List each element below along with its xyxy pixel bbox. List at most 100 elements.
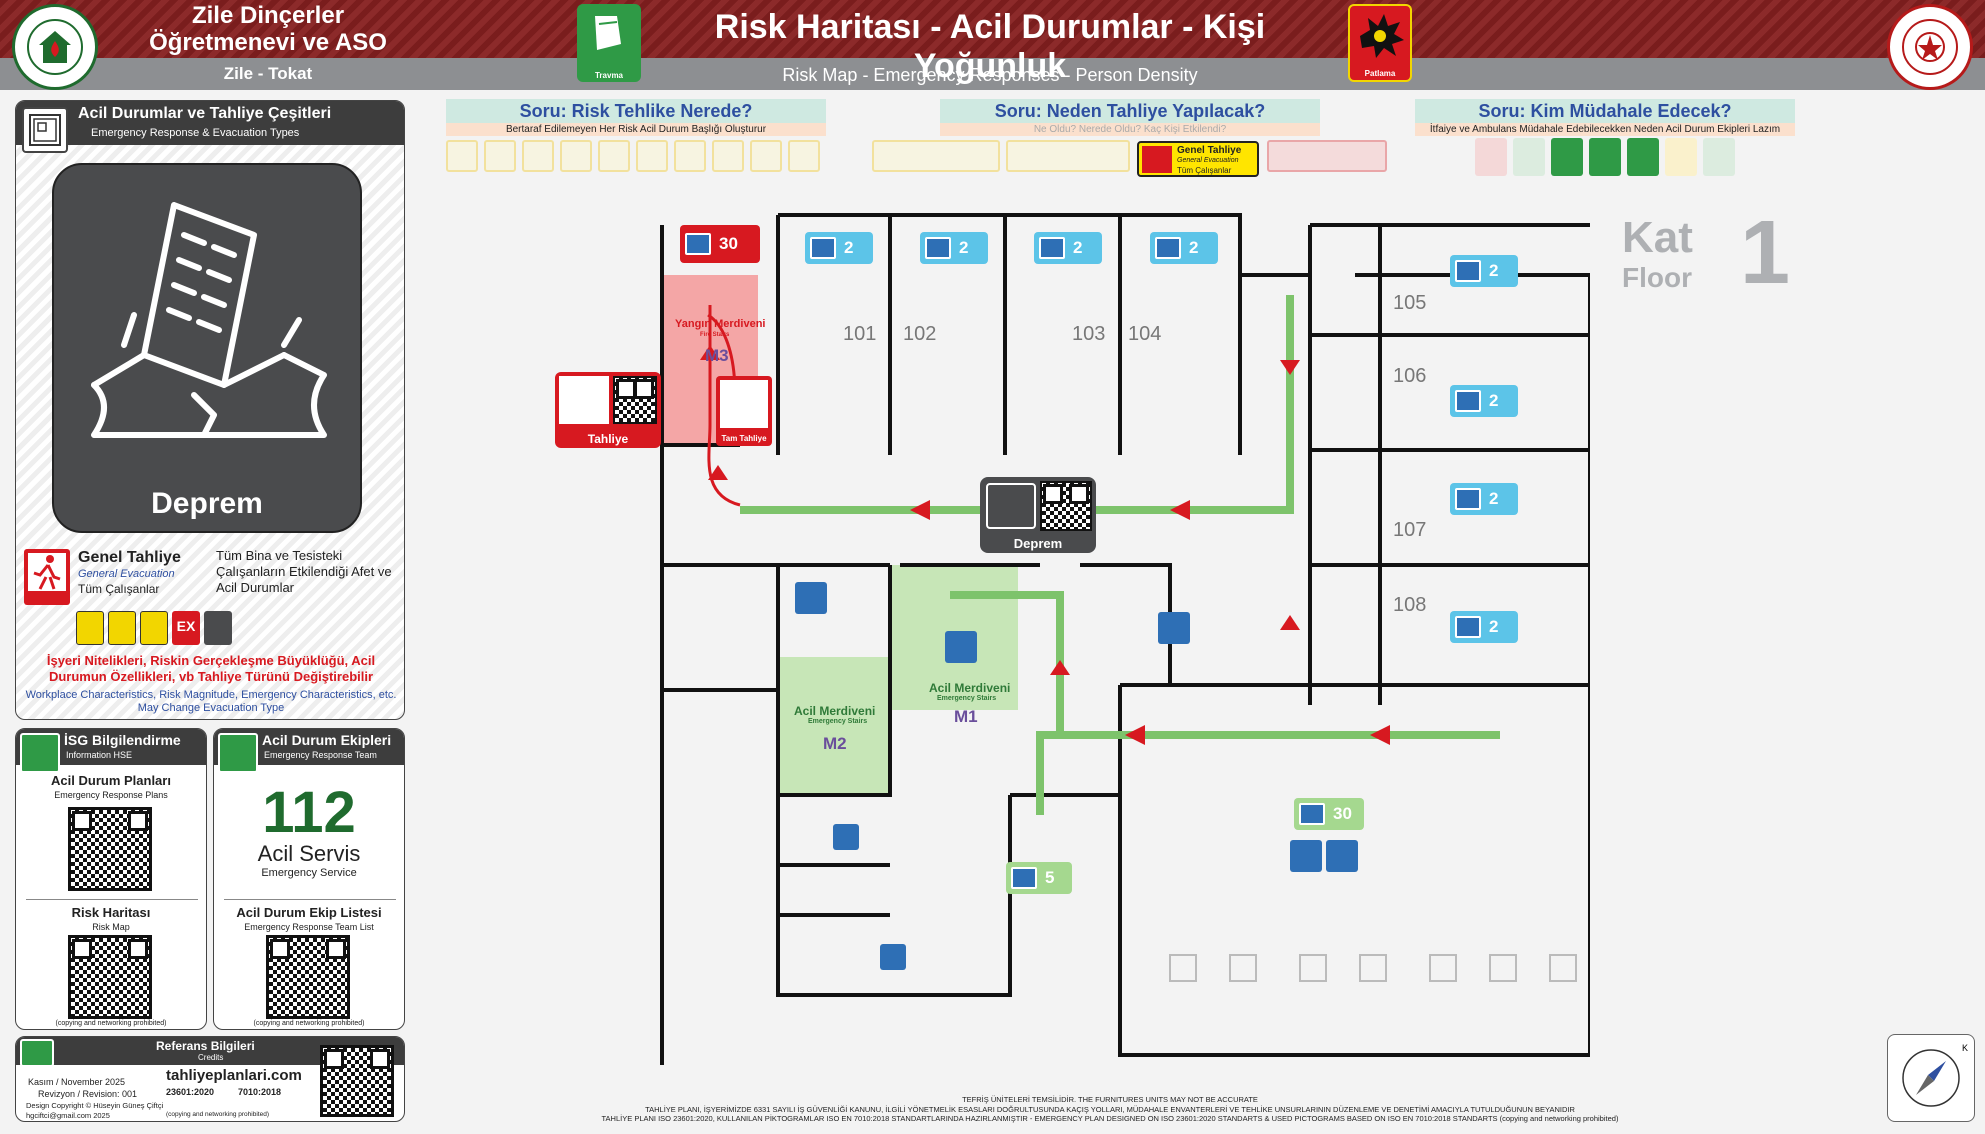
exit-label: Tahliye [587, 432, 629, 446]
stairs-m2-code: M2 [823, 734, 847, 753]
panel-title: Acil Durum Ekipleri [262, 732, 392, 748]
restaurant-capacity-badge: 30 [1294, 798, 1364, 830]
occupancy-count: 2 [1489, 489, 1499, 508]
bed-icon [1455, 488, 1481, 510]
evacuation-note: İşyeri Nitelikleri, Riskin Gerçekleşme B… [46, 653, 376, 684]
question-who: Soru: Kim Müdahale Edecek? [1415, 99, 1795, 123]
risk-map-qr-code[interactable] [68, 935, 152, 1019]
room-number: 102 [903, 323, 937, 345]
emergency-plans-qr-code[interactable] [68, 807, 152, 891]
exit-qr-code[interactable] [613, 376, 657, 424]
team-list-qr-code[interactable] [266, 935, 350, 1019]
occupancy-count: 2 [1489, 617, 1499, 636]
bed-icon [810, 237, 836, 259]
copy-note: (copying and networking prohibited) [253, 1020, 365, 1027]
occupancy-count: 2 [844, 238, 854, 257]
footnote-line: TAHLİYE PLANI ISO 23601:2020, KULLANILAN… [601, 1114, 1619, 1123]
general-evacuation-icon [24, 549, 70, 605]
room-number: 108 [1393, 594, 1427, 616]
website-link[interactable]: tahliyeplanlari.com [166, 1067, 302, 1084]
risk-map-subtitle: Risk Map [92, 922, 130, 932]
room-occupancy-badge: 2 [1034, 232, 1102, 264]
design-email[interactable]: hgciftci@gmail.com 2025 [26, 1111, 110, 1120]
room-number: 104 [1128, 323, 1162, 345]
copy-note: (copying and networking prohibited) [166, 1111, 269, 1118]
org-chart-icon [20, 733, 60, 773]
earthquake-marker-label: Deprem [1013, 536, 1063, 551]
question-why: Soru: Neden Tahliye Yapılacak? [940, 99, 1320, 123]
question-where-sub: Bertaraf Edilemeyen Her Risk Acil Durum … [446, 123, 826, 136]
panel-subtitle: Information HSE [66, 750, 133, 760]
stairs-capacity-badge: 30 [680, 225, 760, 263]
emergency-plans-title: Acil Durum Planları [51, 773, 171, 788]
reception-capacity-badge: 5 [1006, 862, 1072, 894]
stairs-m2-area [778, 657, 888, 795]
general-evacuation-title: Genel Tahliye [78, 549, 181, 566]
general-evacuation-chip: Genel Tahliye General Evacuation Tüm Çal… [1137, 141, 1259, 177]
room-number: 105 [1393, 292, 1427, 314]
fire-route [707, 305, 741, 507]
website-qr-code[interactable] [320, 1045, 394, 1117]
panel-header: Acil Durumlar ve Tahliye Çeşitleri Emerg… [16, 101, 404, 145]
iso-badge-1: 23601:2020 [166, 1087, 215, 1097]
fire-stairs-label: Yangın Merdiveni [675, 318, 766, 330]
explosive-icon: EX [172, 611, 200, 645]
bed-icon [1039, 237, 1065, 259]
trauma-icon: Travma [577, 4, 641, 82]
general-evacuation-subtitle: General Evacuation [78, 568, 175, 580]
legal-footnote: TEFRİŞ ÜNİTELERİ TEMSİLİDİR. THE FURNITU… [400, 1095, 1820, 1124]
stairs-m2-label: Acil Merdiveni [794, 704, 876, 718]
elevator-icon [1158, 612, 1190, 644]
full-evacuation-sign: Tam Tahliye [716, 376, 772, 446]
stairs-icon [685, 233, 711, 255]
emergency-plans-subtitle: Emergency Response Plans [54, 790, 168, 800]
running-man-icon [720, 380, 768, 428]
earthquake-location-marker[interactable]: Deprem [980, 477, 1096, 553]
hse-info-panel: İSG Bilgilendirme Information HSE Acil D… [15, 728, 207, 1030]
panel-title: İSG Bilgilendirme [64, 732, 181, 748]
emergency-number[interactable]: 112 [262, 780, 356, 845]
chip-subtitle: General Evacuation [1177, 157, 1239, 164]
panel-subtitle: Emergency Response Team [264, 750, 377, 760]
org-city: Zile - Tokat [223, 64, 313, 83]
room-occupancy-badge: 2 [920, 232, 988, 264]
full-evac-label: Tam Tahliye [721, 434, 767, 443]
room-occupancy-badge: 2 [1450, 385, 1518, 417]
route-arrows [700, 345, 1390, 745]
design-credit: Design Copyright © Hüseyin Güneş Çiftçi [26, 1101, 164, 1110]
question-where: Soru: Risk Tehlike Nerede? [446, 99, 826, 123]
stairs-m1-code: M1 [954, 707, 978, 726]
subheader-bar [0, 58, 1985, 90]
divider [224, 899, 396, 900]
fire-stairs-code: M3 [705, 346, 729, 365]
earthquake-card: Deprem [52, 163, 362, 533]
question-why-sub: Ne Oldu? Nerede Oldu? Kaç Kişi Etkilendi… [940, 123, 1320, 136]
earthquake-qr-code[interactable] [1040, 481, 1092, 531]
cafe-icons [1290, 840, 1360, 872]
plate-icon [1326, 840, 1358, 872]
ministry-seal [1887, 4, 1973, 90]
elevator-icon [795, 582, 827, 614]
evacuation-type-row [872, 140, 1130, 178]
occupancy-count: 2 [1073, 238, 1083, 257]
earthquake-mini-icon [204, 611, 232, 645]
bed-icon [1455, 260, 1481, 282]
occupancy-count: 2 [1189, 238, 1199, 257]
chip-title: Genel Tahliye [1177, 145, 1242, 156]
room-occupancy-badge: 2 [1450, 611, 1518, 643]
collapsed-building-icon [986, 483, 1036, 529]
reference-panel: Referans Bilgileri Credits Kasım / Novem… [15, 1036, 405, 1122]
question-who-sub: İtfaiye ve Ambulans Müdahale Edebilecekk… [1415, 123, 1795, 136]
org-logo [12, 4, 98, 90]
evacuation-exit-sign[interactable]: Tahliye [555, 372, 661, 448]
room-number: 106 [1393, 365, 1427, 387]
floor-label-tr: Kat [1622, 213, 1693, 262]
general-evacuation-who: Tüm Çalışanlar [78, 582, 160, 596]
explosion-icon: Patlama [1348, 4, 1412, 82]
emergency-type-label: Deprem [151, 487, 263, 520]
bed-icon [925, 237, 951, 259]
dining-icon [1299, 803, 1325, 825]
bed-icon [1455, 390, 1481, 412]
walls [660, 213, 1590, 1065]
building-plan-icon [22, 107, 68, 153]
